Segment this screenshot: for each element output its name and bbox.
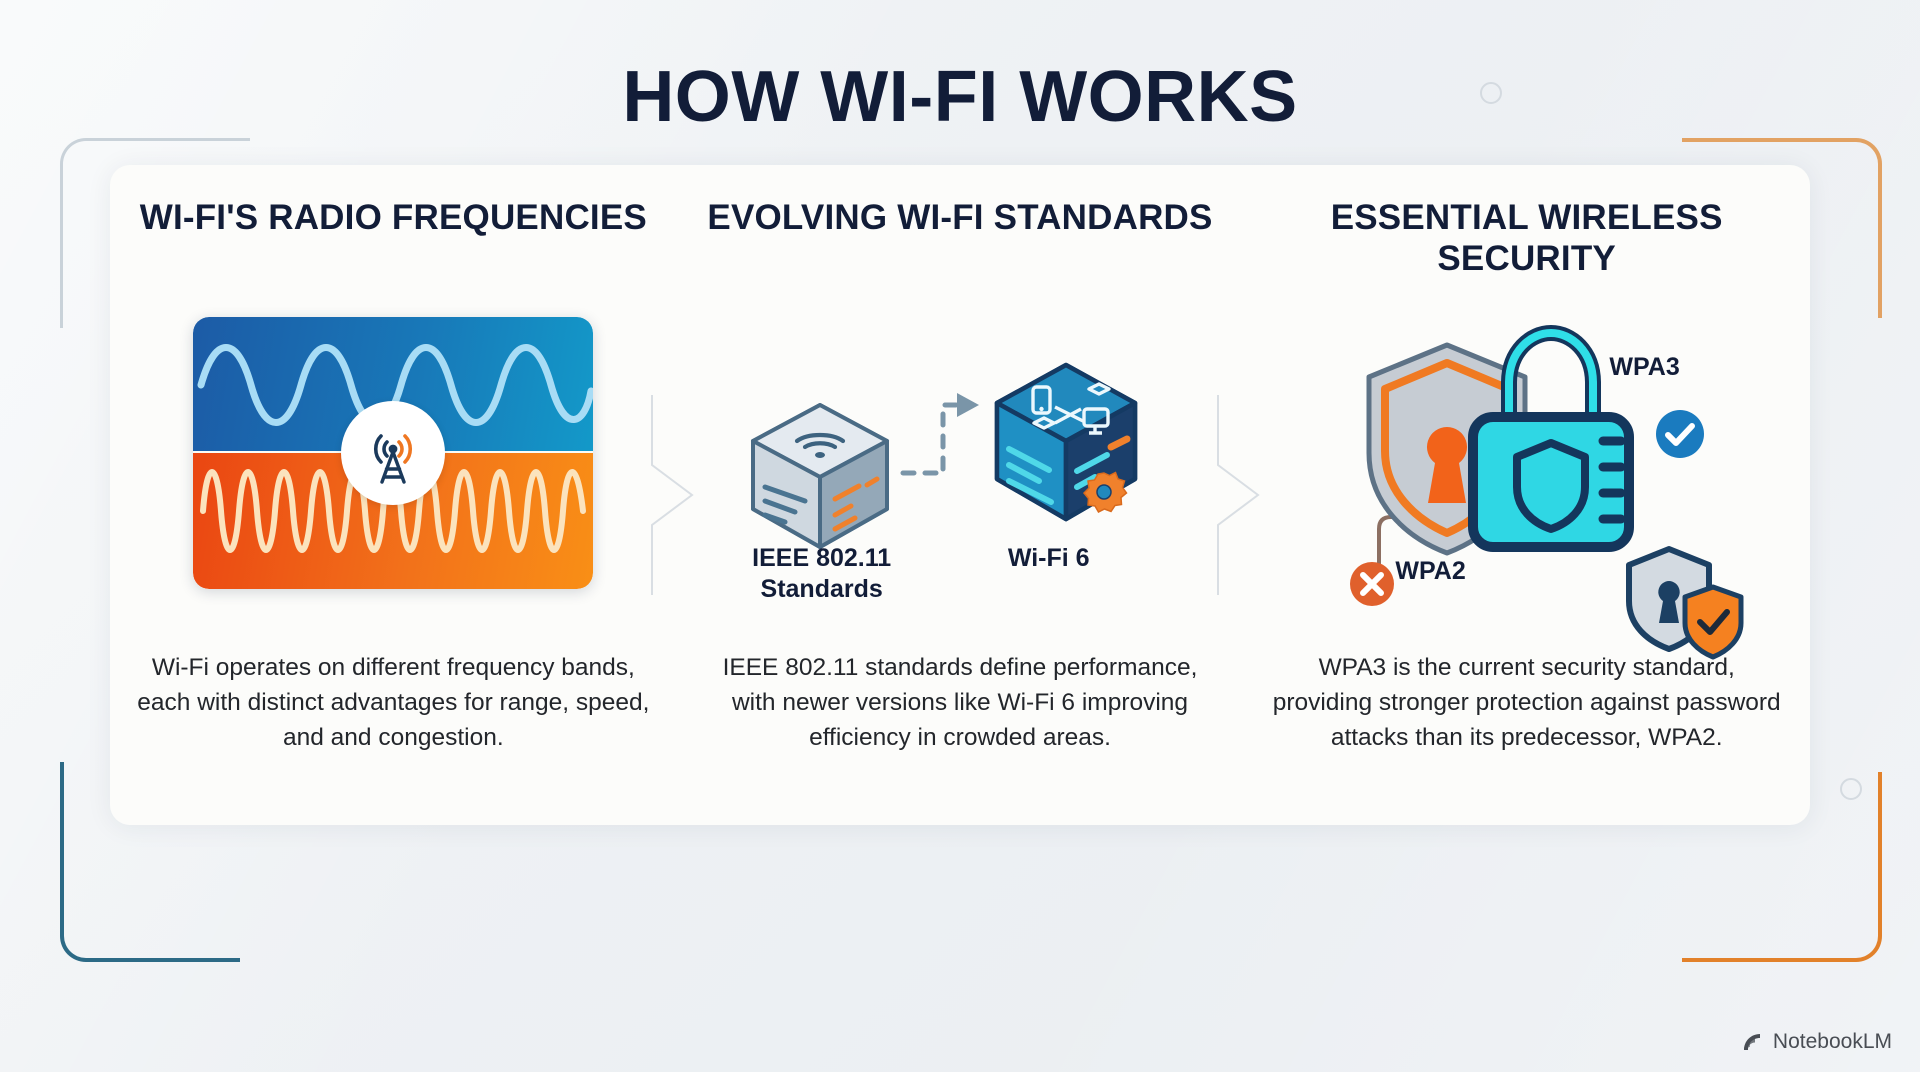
small-shield-check-icon	[1626, 546, 1744, 660]
cube-label-wifi6: Wi-Fi 6	[1007, 544, 1090, 572]
standards-evolution-illustration: IEEE 802.11 Standards Wi-Fi 6	[703, 311, 1218, 641]
column-heading-2: EVOLVING WI-FI STANDARDS	[707, 198, 1213, 237]
columns-container: WI-FI'S RADIO FREQUENCIES	[110, 165, 1810, 825]
security-label-wpa2: WPA2	[1395, 557, 1466, 585]
radio-tower-icon	[374, 434, 413, 484]
frequency-band-panel	[193, 317, 594, 589]
blue-network-cube-icon	[994, 362, 1137, 522]
decorative-circle-bottom	[1840, 778, 1862, 800]
column-body-2: IEEE 802.11 standards define performance…	[722, 654, 1198, 751]
column-wireless-security: ESSENTIAL WIRELESS SECURITY	[1243, 165, 1810, 825]
notebooklm-logo-icon	[1743, 1034, 1760, 1050]
dashed-arrow-right-icon	[900, 393, 979, 476]
page-title: HOW WI-FI WORKS	[622, 57, 1298, 137]
low-frequency-wave-icon	[197, 344, 594, 426]
column-heading-1: WI-FI'S RADIO FREQUENCIES	[139, 198, 647, 237]
cube-label-ieee: IEEE 802.11 Standards	[752, 544, 892, 603]
security-illustration: WPA3 WPA2	[1269, 311, 1784, 660]
x-circle-icon	[1350, 562, 1395, 606]
notebooklm-watermark: NotebookLM	[1741, 1030, 1892, 1054]
column-body-1: Wi-Fi operates on different frequency ba…	[137, 654, 650, 751]
watermark-label: NotebookLM	[1772, 1030, 1892, 1053]
content-card: WI-FI'S RADIO FREQUENCIES	[110, 165, 1810, 825]
column-radio-frequencies: WI-FI'S RADIO FREQUENCIES	[110, 165, 677, 825]
column-heading-3: ESSENTIAL WIRELESS SECURITY	[1330, 198, 1723, 279]
grey-router-cube-icon	[750, 403, 889, 549]
cyan-padlock-icon	[1468, 324, 1635, 552]
column-body-3: WPA3 is the current security standard, p…	[1272, 654, 1781, 751]
check-circle-icon	[1656, 410, 1705, 458]
column-wifi-standards: EVOLVING WI-FI STANDARDS	[677, 165, 1244, 825]
security-label-wpa3: WPA3	[1609, 353, 1680, 381]
frequency-band-illustration	[136, 311, 651, 641]
radio-tower-badge	[341, 401, 446, 505]
